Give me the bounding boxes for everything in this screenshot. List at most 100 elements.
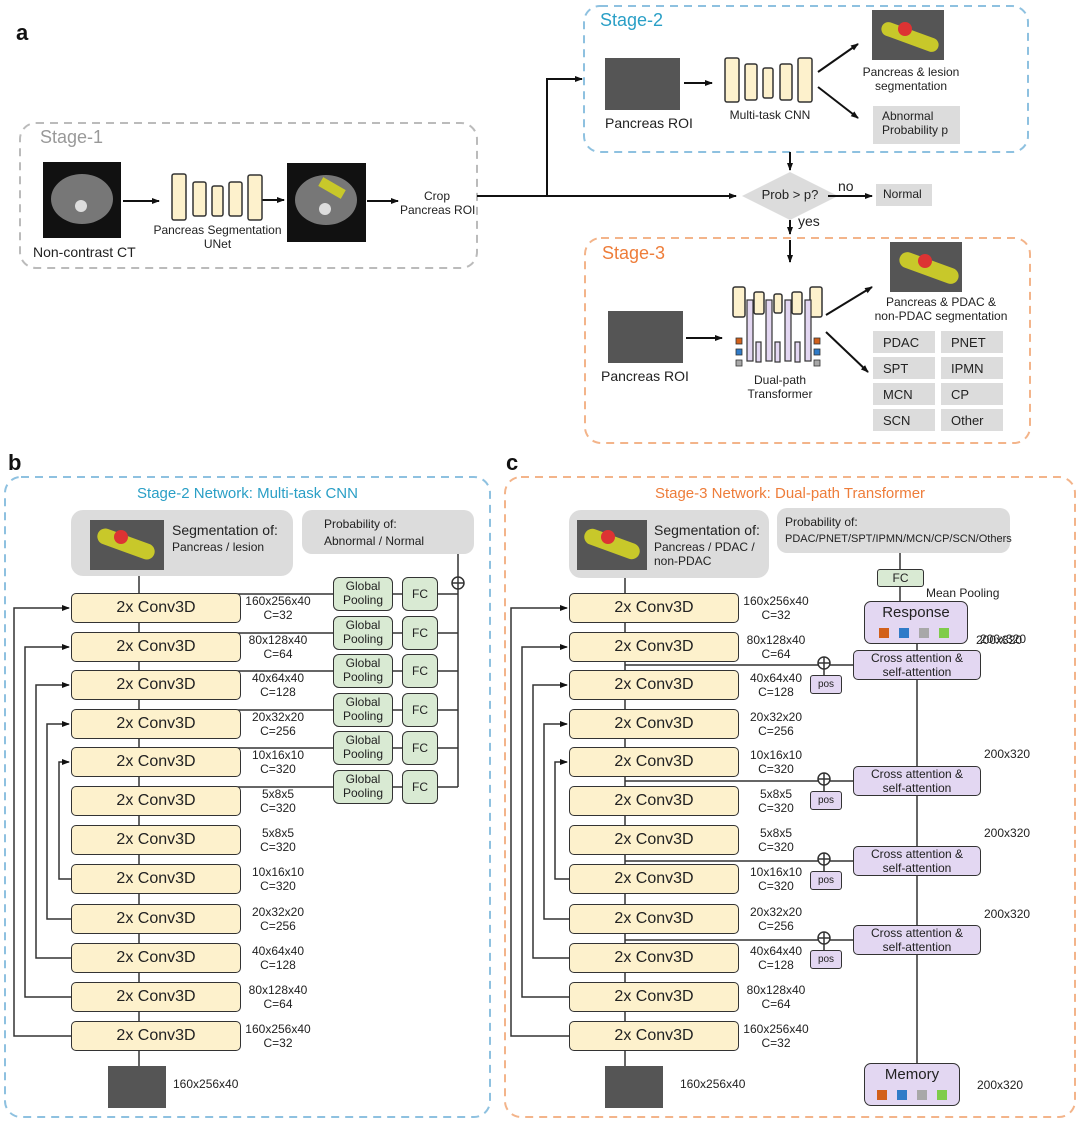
pos-embedding: pos <box>810 675 842 694</box>
conv3d-block: 2x Conv3D <box>569 709 739 739</box>
b-seg-sub: Pancreas / lesion <box>172 540 265 554</box>
token-square <box>897 1090 907 1100</box>
pool-line2: Pooling <box>342 632 384 646</box>
conv3d-block: 2x Conv3D <box>569 747 739 777</box>
skip-connection <box>532 682 569 959</box>
block-size: 5x8x5 <box>759 826 793 840</box>
skip-connection <box>46 721 71 920</box>
c-seg-image <box>577 520 647 570</box>
stage2-seg-label-line1: Pancreas & lesion <box>862 65 960 79</box>
conv3d-block: 2x Conv3D <box>71 982 241 1012</box>
b-seg-image <box>90 520 164 570</box>
block-size: 10x16x10 <box>749 865 803 879</box>
block-channels: C=256 <box>260 724 296 739</box>
crop-label: Crop Pancreas ROI <box>400 189 475 218</box>
block-channels: C=128 <box>260 685 296 700</box>
att-line2: self-attention <box>882 939 952 954</box>
stage3-input-label: Pancreas ROI <box>601 368 689 384</box>
block-size: 80x128x40 <box>746 633 806 647</box>
pool-line1: Global <box>345 579 381 594</box>
pos-embedding: pos <box>810 950 842 969</box>
block-channels: C=320 <box>758 762 794 777</box>
memory-label: Memory <box>884 1066 940 1083</box>
b-input-dim: 160x256x40 <box>173 1077 239 1091</box>
c-seg-sub-2: non-PDAC <box>654 554 712 568</box>
block-size: 80x128x40 <box>746 983 806 997</box>
stage3-network-label-line1: Dual-path <box>753 373 807 387</box>
block-channels: C=320 <box>260 840 296 855</box>
cross-attention-block: Cross attention &self-attention <box>853 650 981 680</box>
b-prob-sub: Abnormal / Normal <box>324 534 425 548</box>
fc-box: FC <box>402 770 438 804</box>
block-size: 10x16x10 <box>749 748 803 762</box>
block-size: 160x256x40 <box>743 594 809 608</box>
block-channels: C=64 <box>761 997 791 1012</box>
conv3d-block: 2x Conv3D <box>569 1021 739 1051</box>
normal-box: Normal <box>876 184 932 206</box>
conv3d-block: 2x Conv3D <box>71 593 241 623</box>
c-prob-sub: PDAC/PNET/SPT/IPMN/MCN/CP/SCN/Others <box>785 533 1012 545</box>
stage3-network-label: Dual-path Transformer <box>735 373 825 402</box>
cross-attention-block: Cross attention &self-attention <box>853 766 981 796</box>
token-square <box>939 628 949 638</box>
response-box: Response <box>864 601 968 644</box>
token-square <box>879 628 889 638</box>
att-line2: self-attention <box>882 860 952 875</box>
fc-box: FC <box>402 731 438 765</box>
c-seg-sub-1: Pancreas / PDAC / <box>654 540 755 554</box>
block-channels: C=256 <box>758 724 794 739</box>
fc-box: FC <box>402 654 438 688</box>
pool-line2: Pooling <box>342 786 384 800</box>
stage2-input-label: Pancreas ROI <box>605 115 693 131</box>
block-channels: C=64 <box>263 997 293 1012</box>
conv3d-block: 2x Conv3D <box>569 904 739 934</box>
conv3d-block: 2x Conv3D <box>71 747 241 777</box>
att-line1: Cross attention & <box>870 926 964 940</box>
block-channels: C=64 <box>761 647 791 662</box>
pos-embedding: pos <box>810 871 842 890</box>
block-size: 5x8x5 <box>759 787 793 801</box>
block-size: 20x32x20 <box>251 710 305 724</box>
conv3d-block: 2x Conv3D <box>569 786 739 816</box>
block-size: 5x8x5 <box>261 826 295 840</box>
conv3d-block: 2x Conv3D <box>569 632 739 662</box>
pool-line2: Pooling <box>342 709 384 723</box>
abnormal-probability-box: Abnormal Probability p <box>873 106 960 144</box>
block-channels: C=320 <box>260 801 296 816</box>
block-channels: C=128 <box>758 685 794 700</box>
memory-dim: 200x320 <box>977 1078 1024 1092</box>
decision-yes-label: yes <box>798 213 820 229</box>
pool-line1: Global <box>345 733 381 748</box>
conv3d-block: 2x Conv3D <box>569 943 739 973</box>
class-label-scn: SCN <box>873 409 935 431</box>
stage3-seg-label-line1: Pancreas & PDAC & <box>885 295 997 309</box>
panel-letter-a: a <box>16 20 29 45</box>
class-label-spt: SPT <box>873 357 935 379</box>
block-size: 10x16x10 <box>251 748 305 762</box>
fc-box: FC <box>402 693 438 727</box>
abnormal-probability-line1: Abnormal <box>882 109 934 123</box>
att-line1: Cross attention & <box>870 651 964 665</box>
pool-line1: Global <box>345 772 381 787</box>
panel-letter-c: c <box>506 450 519 475</box>
crop-label-line1: Crop <box>423 189 450 203</box>
skip-connection <box>554 759 569 880</box>
conv3d-block: 2x Conv3D <box>71 825 241 855</box>
cross-attention-block: Cross attention &self-attention <box>853 925 981 955</box>
cross-attention-block: Cross attention &self-attention <box>853 846 981 876</box>
block-channels: C=320 <box>758 879 794 894</box>
